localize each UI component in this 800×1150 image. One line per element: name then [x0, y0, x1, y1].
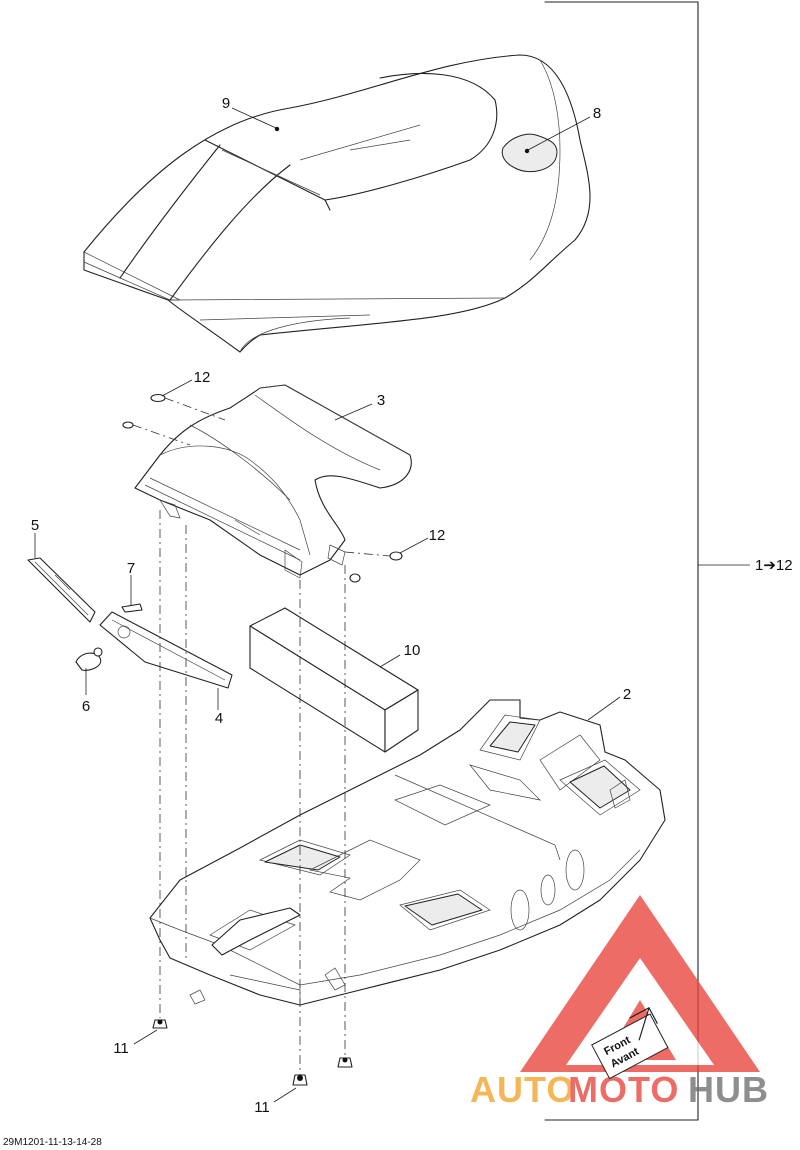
callout-6: 6 — [82, 698, 90, 715]
callout-12-lower: 12 — [429, 527, 446, 544]
seat-frame — [134, 384, 412, 579]
screw-11-left — [152, 1019, 168, 1029]
washer-12-lower — [344, 551, 403, 583]
callout-9: 9 — [222, 95, 230, 112]
front-orientation-stamp: Front Avant — [591, 1006, 669, 1080]
clip — [121, 603, 143, 613]
watermark-auto: AUTO — [470, 1069, 575, 1110]
callout-10: 10 — [404, 642, 421, 659]
drawing-code: 29M1201-11-13-14-28 — [3, 1137, 102, 1148]
assembly-range-label: 1➔12 — [755, 557, 793, 574]
watermark-hub: HUB — [688, 1069, 769, 1110]
retainer — [75, 647, 103, 671]
seat-strap — [27, 557, 96, 623]
foam-block — [249, 607, 419, 753]
callout-11-center: 11 — [254, 1099, 270, 1116]
callout-5: 5 — [31, 517, 39, 534]
callout-11-left: 11 — [113, 1040, 129, 1057]
callout-8: 8 — [593, 105, 601, 122]
screw-11-center — [292, 1074, 308, 1086]
storage-plate — [99, 611, 233, 689]
seat-base — [149, 699, 666, 1006]
callout-4: 4 — [215, 710, 223, 727]
alignment-lines — [159, 510, 346, 1075]
leader-lines — [34, 107, 621, 1103]
screw-11-right — [337, 1057, 353, 1068]
callout-2: 2 — [623, 686, 631, 703]
watermark-moto: MOTO — [568, 1069, 679, 1110]
callout-12-upper: 12 — [194, 369, 211, 386]
assembly-bracket — [544, 1, 750, 1121]
callout-3: 3 — [377, 392, 385, 409]
seat-cover — [83, 54, 591, 353]
washer-12-upper — [122, 393, 226, 446]
callout-labels: 9 8 12 3 5 12 7 10 6 4 2 11 11 1➔12 — [31, 95, 793, 1116]
callout-7: 7 — [127, 560, 135, 577]
